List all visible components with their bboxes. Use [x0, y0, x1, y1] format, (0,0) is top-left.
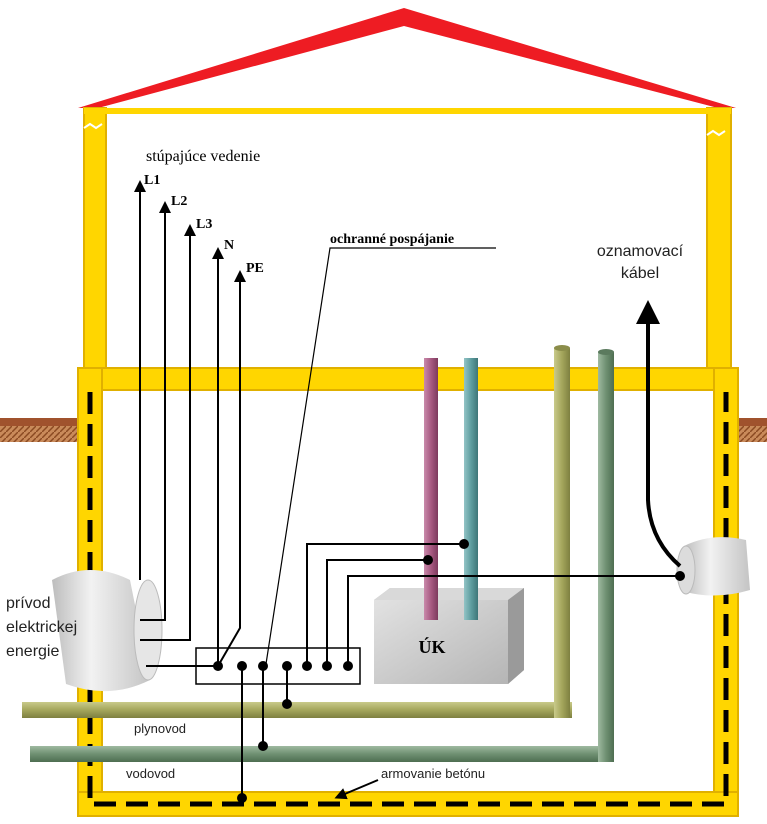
gas-pipe — [22, 345, 572, 718]
bonding-label: ochranné pospájanie — [330, 232, 454, 247]
marker-cable-entry — [676, 537, 750, 596]
bonding-leader — [265, 247, 496, 665]
heating-pipe-blue — [464, 358, 478, 620]
marker-cable-label-line2: kábel — [621, 265, 659, 282]
label-n: N — [224, 238, 234, 253]
supply-label-line3: energie — [6, 643, 59, 660]
rising-lines-label: stúpajúce vedenie — [146, 148, 260, 165]
upper-walls — [83, 107, 732, 371]
marker-cable-label-line1: oznamovací — [597, 243, 684, 260]
supply-label-line1: prívod — [6, 595, 50, 612]
roof — [78, 8, 736, 108]
ground-right — [738, 418, 767, 442]
connection-dots — [213, 539, 685, 803]
water-pipe-label: vodovod — [126, 766, 175, 781]
bonding-connections — [241, 300, 682, 798]
heating-unit — [374, 588, 524, 684]
reinforcement-label: armovanie betónu — [381, 766, 485, 781]
reinforcement-arrow — [334, 779, 379, 800]
label-pe: PE — [246, 261, 264, 276]
rising-conductors — [134, 180, 246, 667]
label-l2: L2 — [171, 194, 187, 209]
equipotential-bar — [195, 647, 361, 685]
heating-label: ÚK — [419, 636, 446, 657]
ground-left — [0, 418, 80, 442]
label-l1: L1 — [144, 173, 160, 188]
gas-pipe-label: plynovod — [134, 721, 186, 736]
water-pipe — [30, 349, 614, 762]
label-l3: L3 — [196, 217, 212, 232]
supply-cable-entry — [52, 570, 163, 692]
supply-label-line2: elektrickej — [6, 619, 77, 636]
heating-pipe-red — [424, 358, 438, 620]
